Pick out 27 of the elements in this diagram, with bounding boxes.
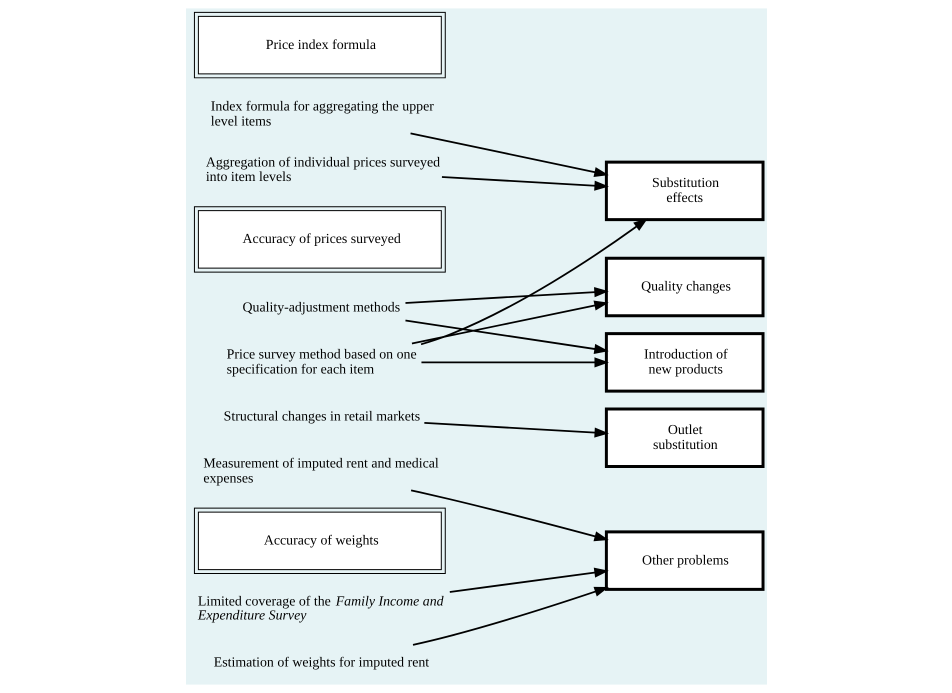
arrow	[420, 357, 608, 368]
node-box: Accuracy of weights	[193, 508, 446, 574]
node-box: Introduction of new products	[604, 332, 764, 393]
node-box: Quality changes	[604, 256, 764, 318]
arrow	[420, 218, 648, 346]
arrow	[410, 489, 608, 542]
arrow	[424, 422, 609, 438]
node-text: Index formula for aggregating the upper level items	[210, 100, 434, 130]
arrow	[411, 300, 608, 344]
node-box: Accuracy of prices surveyed	[193, 206, 446, 273]
node-text: Limited coverage of the Family Income and Expenditure Survey	[197, 594, 444, 624]
node-text: Structural changes in retail markets	[223, 410, 420, 425]
node-box: Other problems	[604, 530, 764, 591]
arrow	[412, 586, 608, 646]
node-text: Quality-adjustment methods	[242, 300, 400, 316]
node-text: Estimation of weights for imputed rent	[213, 655, 429, 670]
node-box: Substitution effects	[604, 160, 764, 222]
node-box: Outlet substitution	[604, 407, 764, 468]
node-text: Aggregation of individual prices surveyed into item levels	[205, 155, 440, 186]
node-text: Measurement of imputed rent and medical expenses	[202, 456, 438, 487]
arrow	[404, 287, 608, 304]
arrow	[404, 320, 608, 354]
arrow	[441, 176, 608, 191]
node-box: Price index formula	[193, 12, 446, 78]
node-text: Price survey method based on one specification for each item	[226, 348, 416, 378]
arrow	[449, 568, 608, 593]
arrow	[410, 132, 608, 178]
